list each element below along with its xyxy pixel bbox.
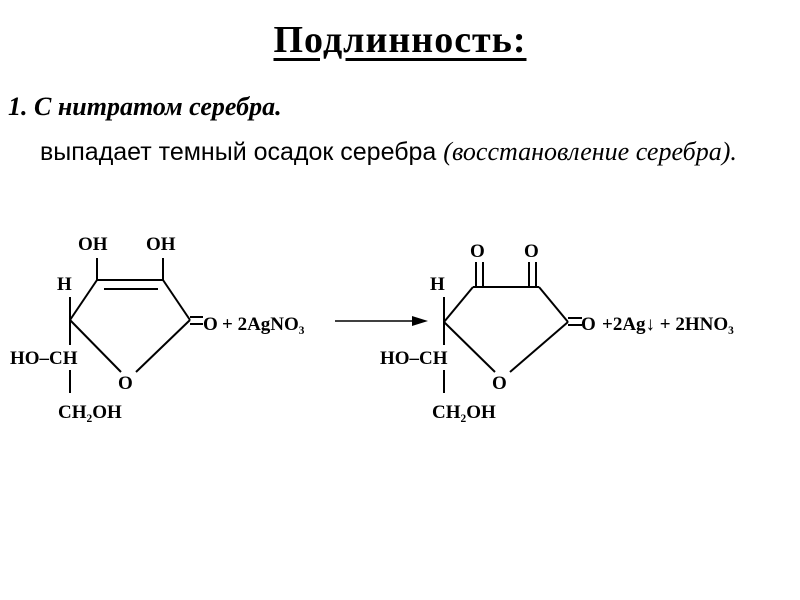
reactant-oh-left: OH	[78, 234, 108, 255]
byproducts-text: +2Ag↓ + 2HNO₃	[602, 314, 734, 335]
reactant-carbonyl-o: O	[203, 314, 218, 335]
product-ring-o: O	[492, 373, 507, 394]
description-text: выпадает темный осадок серебра	[40, 138, 437, 166]
reactant-ho-ch: HO–CH	[10, 348, 78, 369]
reactant-oh-right: OH	[146, 234, 176, 255]
product-structure: O O H HO–CH O CH₂OH O +2Ag↓ + 2HNO₃	[380, 241, 734, 423]
reactant-ch2oh: CH₂OH	[58, 402, 122, 423]
product-ho-ch: HO–CH	[380, 348, 448, 369]
product-o-right: O	[524, 241, 539, 262]
description: выпадает темный осадок серебра (восстано…	[34, 132, 774, 172]
product-h: H	[430, 274, 445, 295]
slide-title: Подлинность:	[273, 19, 527, 61]
reactant-structure: OH OH H HO–CH O CH₂OH O + 2AgNO₃	[10, 234, 305, 423]
reactant-bonds	[69, 258, 203, 393]
description-parenthetical: (восстановление серебра).	[443, 137, 737, 166]
product-ch2oh: CH₂OH	[432, 402, 496, 423]
product-carbonyl-o: O	[581, 314, 596, 335]
reactant-h: H	[57, 274, 72, 295]
reactant-ring-o: O	[118, 373, 133, 394]
point-heading: 1. С нитратом серебра.	[8, 92, 282, 121]
product-bonds	[443, 262, 582, 393]
reagent-text: + 2AgNO₃	[222, 314, 305, 335]
product-o-left: O	[470, 241, 485, 262]
reaction-arrow	[335, 316, 428, 326]
